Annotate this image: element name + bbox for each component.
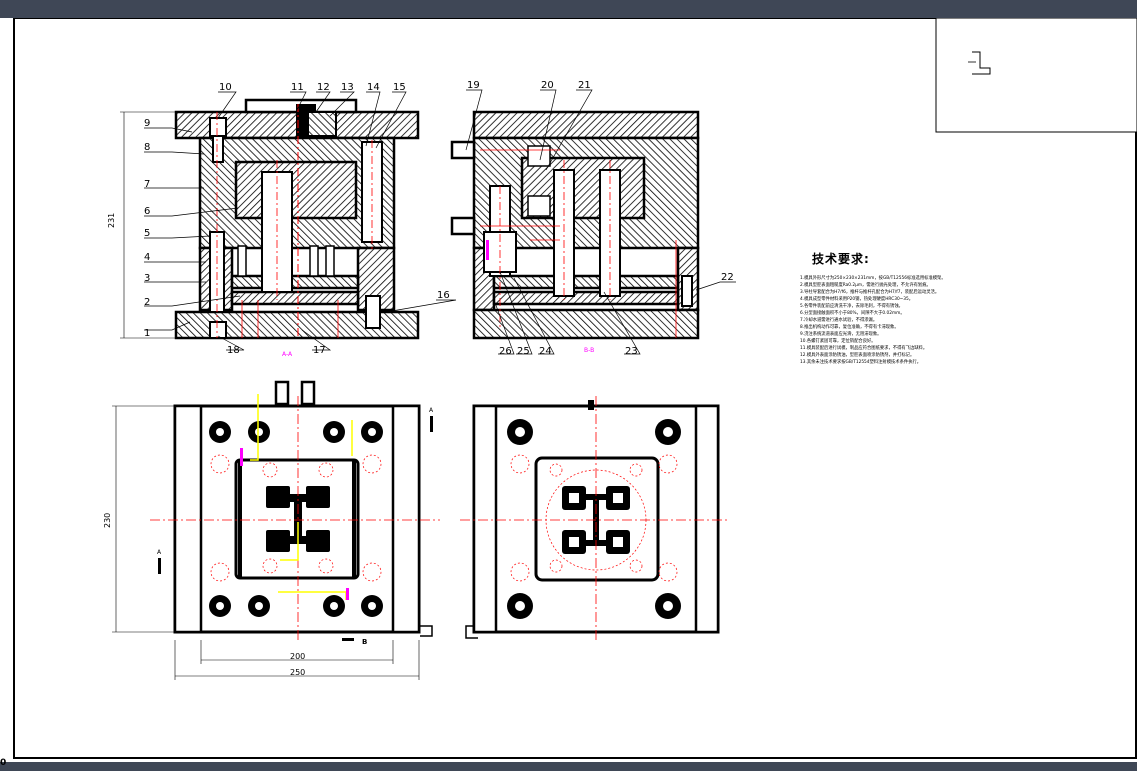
callout-17: 17	[313, 345, 326, 356]
callout-21: 21	[578, 80, 591, 91]
section-b-label: B-B	[584, 347, 594, 354]
technical-requirements-title: 技术要求:	[812, 252, 870, 266]
callouts-section-b: 19 20 21 22 23 24 25 26	[465, 80, 736, 357]
tech-note: 4.模具成型零件材料采用P20钢，热处理硬度HRC30~35。	[800, 297, 914, 302]
callout-26: 26	[499, 346, 512, 357]
cad-canvas[interactable]: 231 A-A 1 2 3 4 5	[0, 17, 1137, 762]
corner-label: 0	[0, 758, 7, 768]
callout-8: 8	[144, 142, 150, 153]
sheet-border	[13, 17, 1137, 759]
callout-15: 15	[393, 82, 406, 93]
section-view-b	[450, 110, 700, 340]
tech-note: 2.模具型腔表面粗糙度Ra0.2μm，需进行抛光处理，不允许有划痕。	[800, 283, 931, 288]
tech-note: 12.模具外表面涂防锈油，型腔表面喷涂防锈剂，并打标记。	[800, 353, 915, 358]
dim-height-section: 231	[107, 213, 116, 228]
callout-12: 12	[317, 82, 330, 93]
callout-11: 11	[291, 82, 304, 93]
callout-2: 2	[144, 297, 150, 308]
tech-note: 11.模具装配后进行试模，制品应符合图纸要求，不得有飞边缺料。	[800, 346, 928, 351]
callout-10: 10	[219, 82, 232, 93]
callout-3: 3	[144, 273, 150, 284]
section-view-a	[120, 98, 420, 340]
tech-note: 5.各零件装配前应清洗干净，去除毛刺，不得有锈蚀。	[800, 304, 903, 309]
tech-note: 1.模具外形尺寸为250×230×231mm，按GB/T12556标准选用标准模…	[800, 276, 946, 281]
callout-6: 6	[144, 206, 150, 217]
callout-18: 18	[227, 345, 240, 356]
tech-note: 10.各螺钉紧固可靠，定位销配合良好。	[800, 339, 876, 344]
tech-note: 3.导柱导套配合为H7/f6，推杆与推杆孔配合为H7/f7，装配后运动灵活。	[800, 290, 940, 295]
callout-7: 7	[144, 179, 150, 190]
callout-4: 4	[144, 252, 150, 263]
view-marker-b: B	[362, 638, 367, 646]
callout-20: 20	[541, 80, 554, 91]
view-marker-a-top: A	[429, 407, 434, 414]
view-markers	[158, 416, 478, 641]
callout-19: 19	[467, 80, 480, 91]
tech-note: 7.冷却水道需进行通水试验，不得渗漏。	[800, 318, 878, 323]
callout-13: 13	[341, 82, 354, 93]
callout-25: 25	[517, 346, 530, 357]
callout-23: 23	[625, 346, 638, 357]
dim-width-inner: 200	[290, 652, 305, 661]
tech-note: 9.浇注系统流道表面应光滑，无阻滞现象。	[800, 332, 882, 337]
title-block-symbol	[972, 51, 991, 75]
technical-requirements: 技术要求: 1.模具外形尺寸为250×230×231mm，按GB/T12556标…	[800, 250, 1030, 366]
callouts-section-a: 1 2 3 4 5 6 7 8 9 10 11 12 13 14 15 16 1…	[144, 82, 457, 356]
title-block-frame	[935, 17, 1137, 133]
plan-view-moving-half	[460, 396, 730, 640]
dim-height-plan: 230	[103, 513, 112, 528]
dim-width-outer: 250	[290, 668, 305, 677]
callout-16: 16	[437, 290, 450, 301]
callout-9: 9	[144, 118, 150, 129]
tech-note: 13.其余未注技术要求按GB/T12554塑料注射模技术条件执行。	[800, 360, 922, 365]
tech-note: 6.分型面接触面积不小于80%，间隙不大于0.02mm。	[800, 311, 905, 316]
plan-dimensions	[112, 405, 420, 680]
status-bar	[0, 762, 1137, 771]
callout-14: 14	[367, 82, 380, 93]
drawing-sheet[interactable]: 231 A-A 1 2 3 4 5	[0, 17, 1137, 762]
callout-24: 24	[539, 346, 552, 357]
callout-22: 22	[721, 272, 734, 283]
plan-view-fixed-half	[150, 380, 440, 640]
callout-5: 5	[144, 228, 150, 239]
tech-note: 8.推出机构动作可靠，复位准确，不得有卡滞现象。	[800, 325, 899, 330]
view-marker-a-left: A	[157, 549, 162, 556]
title-bar	[0, 0, 1137, 18]
section-a-label: A-A	[282, 351, 293, 358]
callout-1: 1	[144, 328, 150, 339]
